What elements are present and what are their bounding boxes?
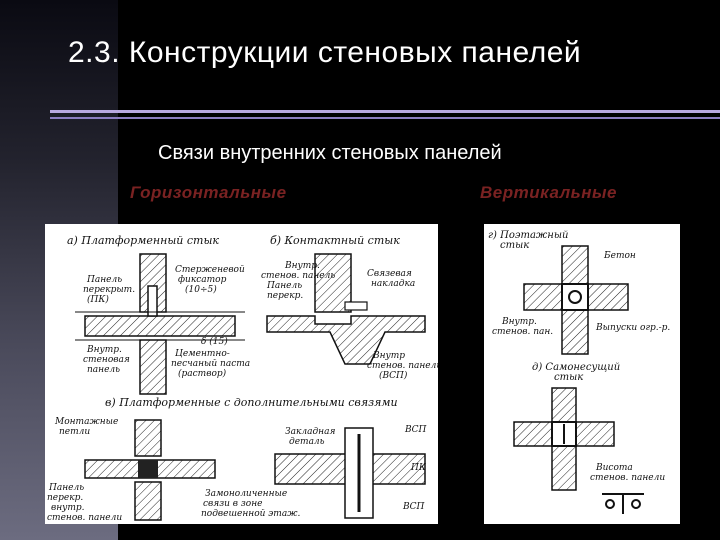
b-callout-2: Панель (266, 281, 302, 291)
v-callout-2: Закладная (285, 427, 335, 437)
v-callout-1: петли (59, 427, 90, 437)
a-callout-0: Панель (86, 275, 122, 285)
v-callout-10: стенов. панели (47, 513, 122, 523)
a-callout-12: (раствор) (178, 368, 227, 379)
caption-a: а) Платформенный стык (67, 234, 219, 247)
b-callout-8: (ВСП) (379, 370, 408, 381)
caption-g: г) Поэтажный (488, 230, 568, 241)
a-callout-5: (10÷5) (185, 284, 217, 295)
a-callout-4: фиксатор (178, 275, 227, 285)
b-callout-4: Связевая (367, 269, 412, 279)
g-callout-2: стенов. пан. (492, 327, 553, 337)
a-callout-3: Стерженевой (175, 265, 245, 275)
b-callout-3: перекр. (267, 291, 303, 301)
g-callout-3: Выпуски огр.-р. (595, 323, 670, 333)
slide-subtitle: Связи внутренних стеновых панелей (158, 142, 502, 164)
caption-d: д) Самонесущий (532, 362, 620, 373)
v-callout-7: Панель (48, 483, 84, 493)
v-callout-4: ВСП (404, 425, 427, 435)
caption-g2: стык (500, 240, 529, 251)
b-callout-1: стенов. панель (261, 271, 335, 281)
v-callout-13: подвешенной этаж. (201, 509, 300, 519)
v-callout-3: деталь (289, 437, 325, 447)
title-rule-top (50, 110, 720, 113)
v-callout-8: перекр. (47, 493, 83, 503)
a-callout-6: Внутр. (86, 345, 122, 355)
slide-title: 2.3. Конструкции стеновых панелей (68, 36, 582, 69)
a-callout-1: перекрыт. (83, 285, 135, 295)
v-callout-0: Монтажные (54, 417, 118, 427)
v-callout-11: Замоноличенные (205, 489, 287, 499)
vertical-joints-drawing: г) Поэтажный стык Бетон Внутр. стенов. п… (484, 224, 680, 524)
label-vertical: Вертикальные (480, 183, 618, 202)
v-callout-6: ВСП (402, 502, 425, 512)
a-callout-8: панель (87, 365, 120, 375)
b-callout-0: Внутр. (284, 261, 320, 271)
d-callout-0: Висота (595, 463, 633, 473)
g-callout-0: Бетон (603, 251, 636, 261)
horizontal-joints-drawing: а) Платформенный стык Панель перекрыт. (… (45, 224, 438, 524)
g-callout-1: Внутр. (501, 317, 537, 327)
a-callout-9: δ (15) (201, 336, 228, 347)
a-callout-10: Цементно- (175, 349, 230, 359)
b-callout-7: стенов. панель (367, 361, 438, 371)
caption-v: в) Платформенные с дополнительными связя… (105, 396, 398, 409)
b-callout-6: Внутр (372, 351, 405, 361)
caption-b: б) Контактный стык (270, 234, 400, 247)
a-callout-7: стеновая (83, 355, 130, 365)
b-callout-5: накладка (371, 279, 415, 289)
label-horizontal: Горизонтальные (130, 183, 287, 202)
title-rule-bottom (50, 117, 720, 119)
a-callout-11: песчаный паста (171, 359, 250, 369)
caption-d2: стык (554, 372, 583, 383)
v-callout-9: внутр. (51, 503, 85, 513)
d-callout-1: стенов. панели (590, 473, 665, 483)
a-callout-2: (ПК) (87, 294, 109, 305)
v-callout-12: связи в зоне (203, 499, 262, 509)
v-callout-5: ПК (410, 463, 427, 473)
